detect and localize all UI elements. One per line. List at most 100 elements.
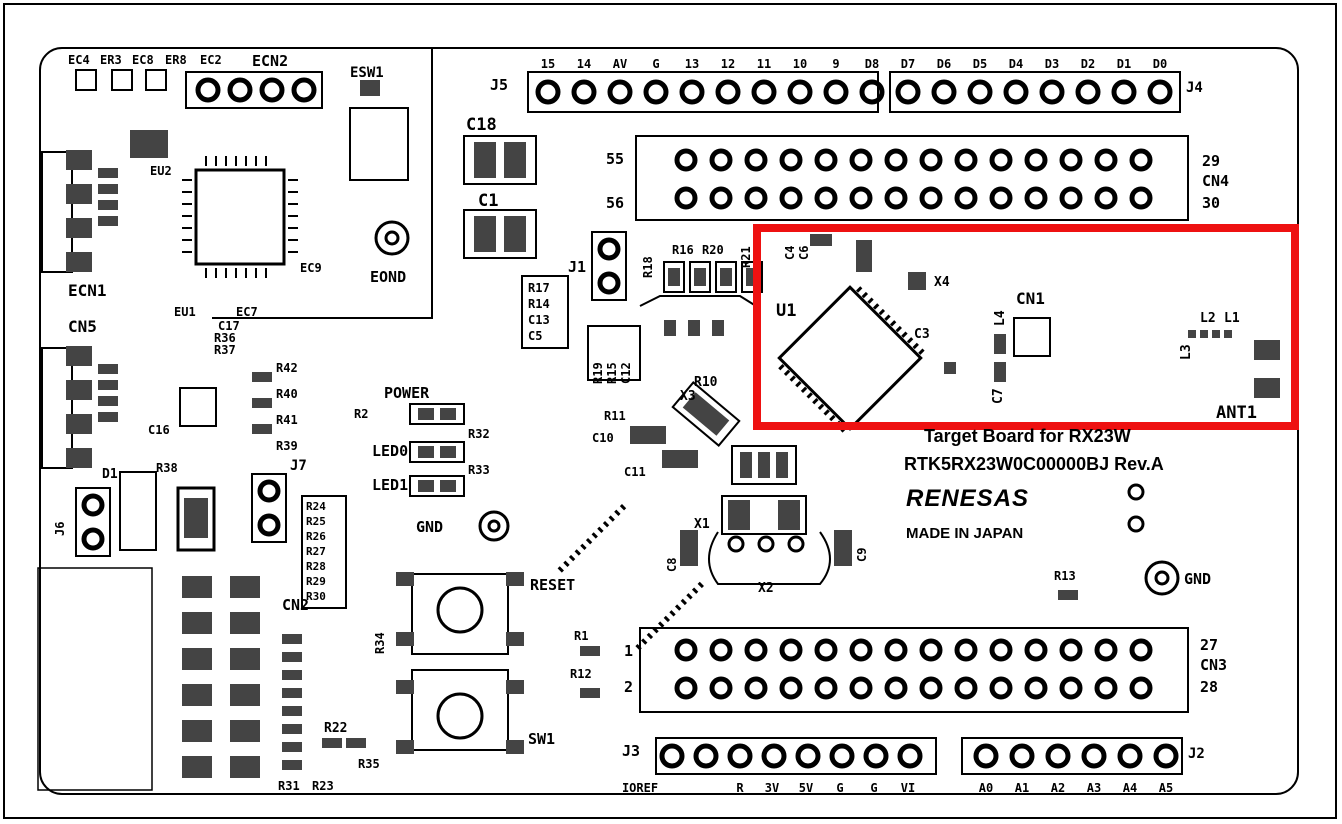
j4-pins [895,79,1173,105]
sw1-switch [436,692,484,740]
cn3-pin [954,638,978,662]
cn4-pin [674,148,698,172]
pin-label: A4 [1123,781,1137,795]
pin-label: D1 [1117,57,1131,71]
cn4-pin [744,148,768,172]
j3-pin [761,743,787,769]
label-ec2: EC2 [200,53,222,67]
cn3-pin [744,638,768,662]
power-led [409,403,465,425]
label-u1: U1 [776,301,796,321]
label-eu1: EU1 [174,305,196,319]
pin-label: D6 [937,57,951,71]
svg-text:R17: R17 [528,281,550,295]
j7-header [251,473,287,543]
ecn1-usb-outline [41,151,73,273]
label-j3: J3 [622,742,640,760]
label-r42: R42 [276,361,298,375]
capacitor-c18 [463,135,537,185]
label-ecn2: ECN2 [252,52,288,70]
cn3-pin [1129,676,1153,700]
ecn1-pads [66,150,118,272]
j5-pin [607,79,633,105]
label-cn5: CN5 [68,317,97,336]
cn4-pin [779,148,803,172]
label-j7: J7 [290,458,307,474]
cn4-pin [954,148,978,172]
cn3-pin [884,676,908,700]
j4-pin [1039,79,1065,105]
cn4-pin [849,186,873,210]
cn3-pin [1094,676,1118,700]
cn4-pin [1094,148,1118,172]
label-eond: EOND [370,268,406,286]
label-x3: X3 [680,389,696,404]
pin-label: A3 [1087,781,1101,795]
cn4-pin [779,186,803,210]
pin-label: A0 [979,781,993,795]
pin-label: D8 [865,57,879,71]
j4-pin [1003,79,1029,105]
label-r31: R31 [278,779,300,793]
label-r37: R37 [214,343,236,357]
pin-label: 10 [793,57,807,71]
reset-switch [436,586,484,634]
label-r18: R18 [641,256,655,278]
pin-label: 9 [832,57,839,71]
pin-label: 12 [721,57,735,71]
svg-text:C13: C13 [528,313,550,327]
cn3-pin [919,676,943,700]
label-l3: L3 [1179,344,1194,360]
pin-label: D0 [1153,57,1167,71]
pin-label: 5V [799,781,813,795]
svg-text:R14: R14 [528,297,550,311]
label-l2: L2 [1200,311,1216,326]
label-cn3-28: 28 [1200,678,1218,696]
j5-pin [571,79,597,105]
pin-label: A2 [1051,781,1065,795]
pin-label: G [870,781,877,795]
rf-section-parts [810,234,1280,398]
j4-pin [1075,79,1101,105]
label-gnd: GND [416,518,443,536]
battery-outline [37,567,153,791]
label-power: POWER [384,384,430,402]
j3-pin [693,743,719,769]
cn3-pin [709,676,733,700]
reset-switch-body [411,573,509,655]
cn3-pin [744,676,768,700]
j5-pin [859,79,885,105]
sw1-switch-body [411,669,509,751]
cn3-pin [954,676,978,700]
j3-header [655,737,937,775]
label-c18: C18 [466,115,497,135]
label-r41: R41 [276,413,298,427]
label-c17: C17 [218,319,240,333]
cn4-pin [1059,148,1083,172]
j4-pin [895,79,921,105]
label-r23: R23 [312,779,334,793]
j5-header [527,71,879,113]
cn4-pin [674,186,698,210]
j6-header [75,487,111,557]
pin-label: D7 [901,57,915,71]
cn3-pins [674,638,1153,700]
label-r39: R39 [276,439,298,453]
label-cn4-55: 55 [606,150,624,168]
label-r32: R32 [468,427,490,441]
pin-label: G [836,781,843,795]
crystal-x3 [671,381,741,447]
cn3-header [639,627,1189,713]
cn3-pin [1059,638,1083,662]
label-cn3-27: 27 [1200,636,1218,654]
j5-pin [715,79,741,105]
pin-label: 11 [757,57,771,71]
label-sw1: SW1 [528,730,555,748]
label-ec7: EC7 [236,305,258,319]
cn2-resistor-stack [301,495,347,609]
cn3-pin [709,638,733,662]
label-c7: C7 [991,388,1006,404]
label-ant1: ANT1 [1216,403,1257,423]
